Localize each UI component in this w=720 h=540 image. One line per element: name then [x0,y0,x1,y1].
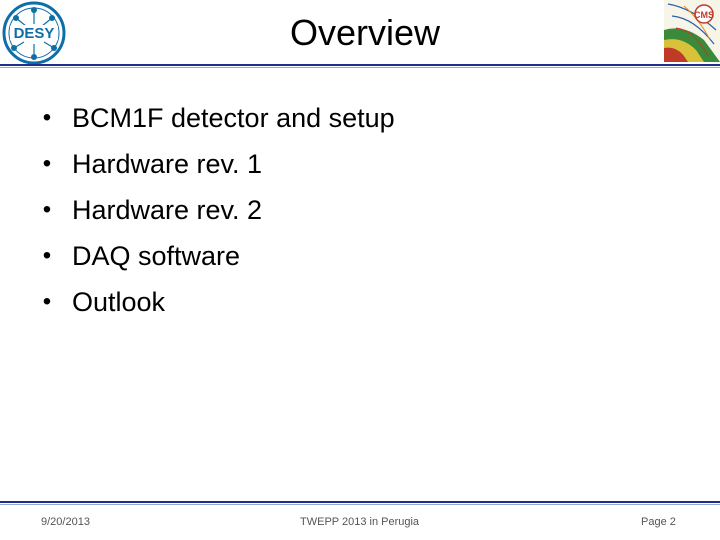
footer-divider-shadow [0,504,720,505]
desy-logo-icon: DESY [2,1,66,65]
bullet-text: DAQ software [72,241,241,271]
bullet-marker: • [42,104,52,131]
bullet-text: Hardware rev. 2 [72,195,263,225]
footer-page-number: Page 2 [641,516,676,528]
desy-logo-text: DESY [14,25,55,42]
bullet-text: Hardware rev. 1 [72,149,263,179]
bullet-text: Outlook [72,287,166,317]
bullet-marker: • [42,288,52,315]
cms-logo-text: CMS [694,10,714,20]
bullet-marker: • [42,196,52,223]
footer-event: TWEPP 2013 in Perugia [300,516,420,528]
bullet-marker: • [42,242,52,269]
title-divider-shadow [0,67,720,68]
footer-divider [0,501,720,503]
bullet-text: BCM1F detector and setup [72,103,395,133]
cms-logo-icon: CMS [664,0,720,62]
slide-title: Overview [289,12,441,53]
footer-date: 9/20/2013 [41,516,90,528]
bullet-marker: • [42,150,52,177]
title-divider [0,64,720,66]
